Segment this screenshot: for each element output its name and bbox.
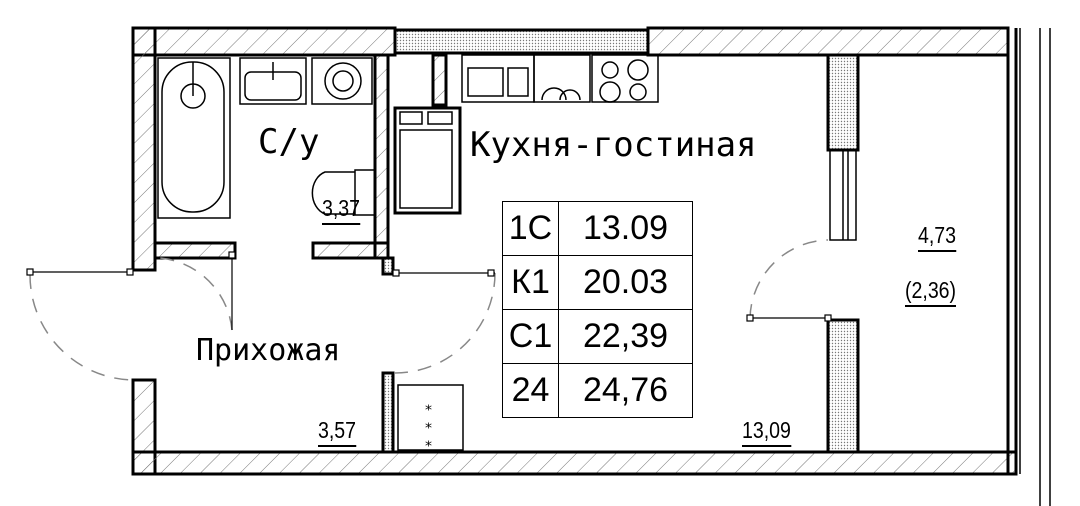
wall-top-right — [646, 26, 1010, 57]
partition-upper — [826, 53, 860, 152]
toilet — [354, 169, 376, 216]
fridge — [393, 106, 462, 215]
value-cell: 22,39 — [558, 309, 693, 364]
bathroom-door-swing — [159, 257, 233, 331]
code-cell: С1 — [502, 309, 559, 364]
svg-text:⁎: ⁎ — [425, 397, 432, 413]
svg-text:⁎: ⁎ — [425, 415, 432, 431]
wall-bath-right — [373, 53, 390, 260]
value-cell: 24,76 — [558, 363, 693, 418]
balcony-area: 4,73 — [918, 222, 957, 252]
dishwasher — [533, 54, 591, 103]
wardrobe — [397, 384, 464, 451]
wall-top-middle — [393, 28, 650, 55]
room-door-swing — [749, 239, 829, 319]
kitchen-sink — [461, 54, 535, 103]
cooktop — [591, 54, 659, 103]
shaft-wall — [431, 53, 448, 107]
bathroom-sink — [239, 57, 307, 105]
code-cell: К1 — [502, 255, 559, 310]
partition-lower — [826, 318, 860, 454]
code-cell: 24 — [502, 363, 559, 418]
wall-hall-column-lower — [381, 371, 395, 454]
wall-top-left — [131, 26, 397, 57]
bathroom-area: 3,37 — [322, 195, 361, 225]
svg-text:⁎: ⁎ — [425, 433, 432, 449]
hall-door-swing — [394, 272, 496, 374]
kitchen-living-area: 13,09 — [742, 417, 791, 447]
wall-left-upper — [131, 26, 157, 272]
wall-hall-column — [381, 256, 395, 276]
hallway-label: Прихожая — [196, 333, 341, 368]
wall-bottom — [131, 450, 1018, 476]
bathtub — [157, 57, 231, 219]
wall-bath-bottom-left — [153, 241, 237, 260]
code-cell: 1С — [502, 201, 559, 256]
kitchen-living-label: Кухня-гостиная — [470, 125, 757, 165]
value-cell: 20.03 — [558, 255, 693, 310]
hallway-area: 3,57 — [318, 417, 357, 447]
washing-machine — [311, 57, 373, 105]
bathroom-label: С/у — [258, 122, 320, 162]
entrance-door-swing — [29, 274, 134, 381]
value-cell: 13.09 — [558, 201, 693, 256]
balcony-reduced-area: (2,36) — [905, 277, 957, 307]
